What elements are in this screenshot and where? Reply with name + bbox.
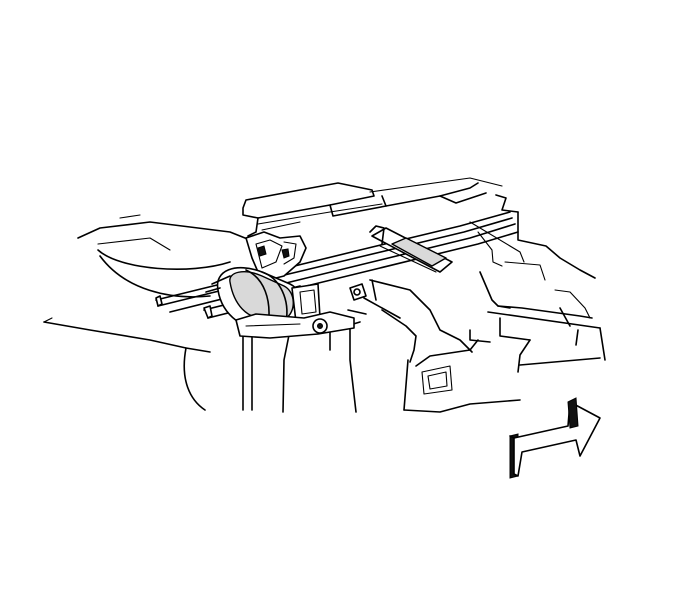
fuel-lines (155, 211, 519, 319)
crossmember (299, 279, 521, 413)
fuel-filter (205, 266, 321, 331)
line-bracket (349, 225, 453, 301)
filter-mount (235, 311, 355, 339)
line-connector (245, 231, 307, 281)
floor-pan (242, 177, 606, 373)
direction-arrow-icon (509, 397, 601, 479)
